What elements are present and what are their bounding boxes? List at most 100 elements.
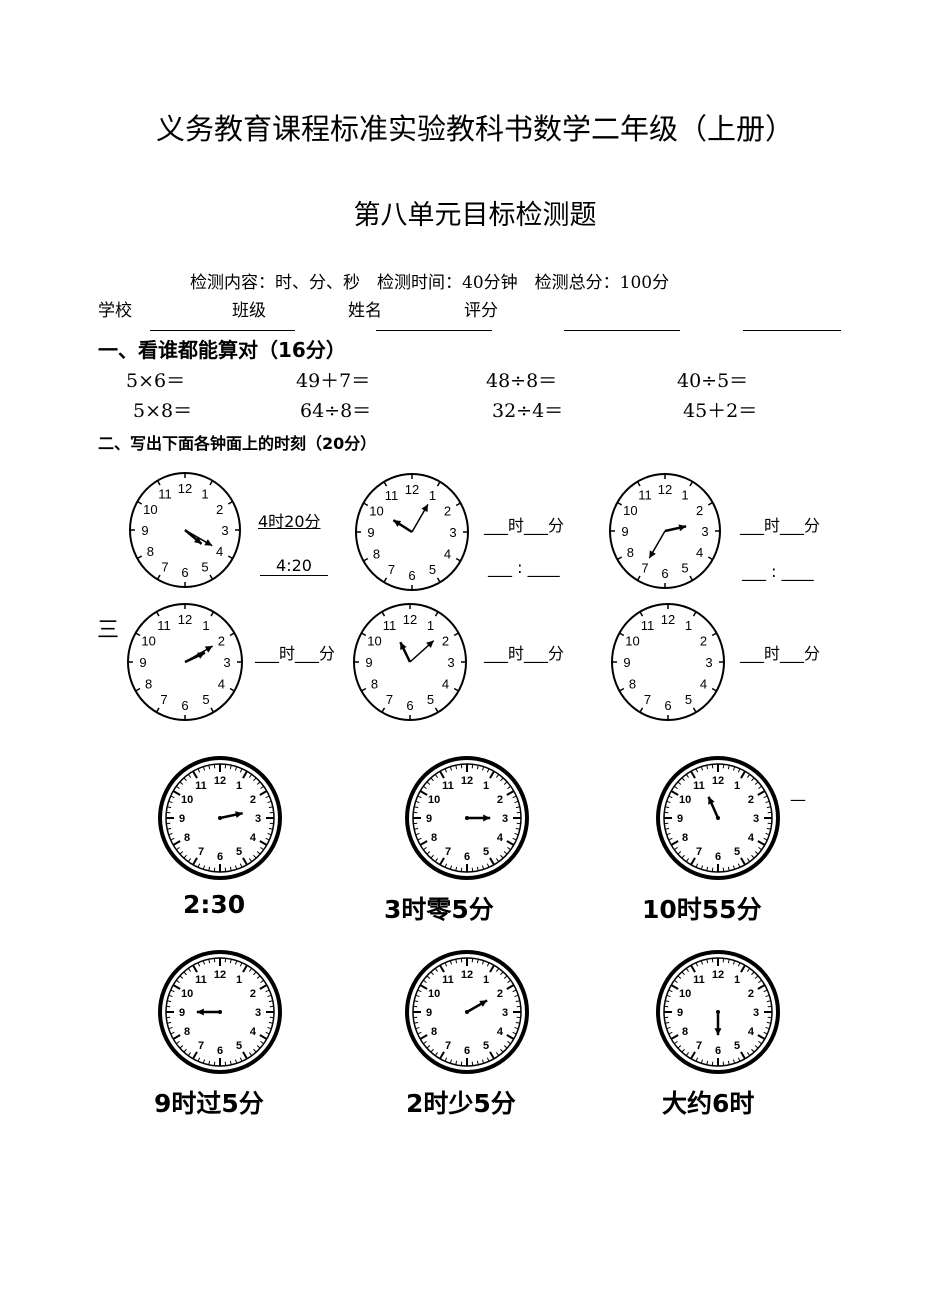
clock-numeral: 9 <box>179 813 185 825</box>
score-blank[interactable] <box>743 330 841 331</box>
equation: 5×8＝ <box>133 400 193 422</box>
clock-numeral: 12 <box>405 482 419 497</box>
clock-numeral: 7 <box>198 846 204 858</box>
digital-blank[interactable]: ___ : ____ <box>488 558 560 577</box>
minute-hand-arrow <box>204 539 213 546</box>
clock-numeral: 12 <box>712 775 724 787</box>
clock-numeral: 6 <box>661 566 668 581</box>
section2-heading: 二、写出下面各钟面上的时刻（20分） <box>98 434 377 453</box>
clock-hand-arrow <box>196 1008 204 1016</box>
answer-blank[interactable]: ___时___分 <box>740 644 821 663</box>
digital-blank[interactable]: ___ : ____ <box>742 562 814 581</box>
clock-numeral: 5 <box>202 692 209 707</box>
clock-numeral: 1 <box>734 974 740 986</box>
clock-numeral: 5 <box>685 692 692 707</box>
clock-numeral: 12 <box>712 969 724 981</box>
clock-hand-arrow <box>483 814 491 822</box>
minute-hand-arrow <box>426 640 434 648</box>
clock-caption: 10时55分 <box>642 895 762 924</box>
clock-numeral: 3 <box>223 655 230 670</box>
clock-numeral: 3 <box>221 523 228 538</box>
clock-numeral: 8 <box>373 547 380 562</box>
clock-numeral: 3 <box>701 524 708 539</box>
class-blank[interactable] <box>376 330 492 331</box>
clock-numeral: 4 <box>250 832 257 844</box>
clock-numeral: 8 <box>627 545 634 560</box>
clock-numeral: 8 <box>147 544 154 559</box>
clock-hand-arrow <box>235 811 243 819</box>
clock-numeral: 10 <box>181 988 193 1000</box>
clock-numeral: 2 <box>250 794 256 806</box>
equation: 45＋2＝ <box>683 400 758 422</box>
clock-caption: 3时零5分 <box>384 895 494 924</box>
clock-caption: 2:30 <box>183 890 246 919</box>
clock-numeral: 1 <box>483 974 489 986</box>
clock-numeral: 11 <box>442 780 454 792</box>
clock-numeral: 12 <box>658 482 672 497</box>
clock-caption: 9时过5分 <box>154 1089 264 1118</box>
clock-numeral: 9 <box>677 813 683 825</box>
clock-numeral: 1 <box>685 618 692 633</box>
answer-blank[interactable]: ___时___分 <box>484 516 565 535</box>
clock-numeral: 12 <box>178 481 192 496</box>
answer-blank[interactable]: ___时___分 <box>740 516 821 535</box>
clock-numeral: 11 <box>693 974 705 986</box>
hour-hand-arrow <box>400 642 407 651</box>
clock-numeral: 9 <box>365 655 372 670</box>
clock-numeral: 11 <box>641 618 655 633</box>
clock-numeral: 1 <box>236 974 242 986</box>
clock-numeral: 7 <box>386 692 393 707</box>
clock-numeral: 8 <box>371 677 378 692</box>
clock-numeral: 6 <box>217 851 223 863</box>
clock-numeral: 8 <box>682 832 688 844</box>
trailing-mark: — <box>790 790 806 809</box>
clock-numeral: 6 <box>406 698 413 713</box>
answer-blank[interactable]: ___时___分 <box>255 644 336 663</box>
clock-numeral: 7 <box>445 846 451 858</box>
clock-numeral: 10 <box>369 504 383 519</box>
clock-numeral: 5 <box>734 1040 740 1052</box>
clock-numeral: 4 <box>216 544 223 559</box>
clock-numeral: 1 <box>681 488 688 503</box>
clock-numeral: 9 <box>141 523 148 538</box>
clock-numeral: 11 <box>158 487 172 502</box>
clock-numeral: 2 <box>700 634 707 649</box>
clock-caption: 2时少5分 <box>406 1089 516 1118</box>
clock-numeral: 7 <box>696 846 702 858</box>
clock-numeral: 12 <box>178 612 192 627</box>
document-title: 义务教育课程标准实验教科书数学二年级（上册） <box>155 112 794 146</box>
clock-numeral: 6 <box>181 565 188 580</box>
name-blank[interactable] <box>564 330 680 331</box>
clock-numeral: 12 <box>403 612 417 627</box>
clock-hand-arrow <box>479 1000 488 1007</box>
clock-numeral: 8 <box>629 677 636 692</box>
clock-numeral: 11 <box>385 488 399 503</box>
clock-numeral: 9 <box>179 1007 185 1019</box>
test-info: 检测内容：时、分、秒 检测时间：40分钟 检测总分：100分 <box>190 273 670 293</box>
clock-numeral: 9 <box>623 655 630 670</box>
school-blank[interactable] <box>150 330 295 331</box>
clock-numeral: 1 <box>236 780 242 792</box>
clock-numeral: 6 <box>715 851 721 863</box>
clock-numeral: 3 <box>447 655 454 670</box>
equation: 5×6＝ <box>126 370 186 392</box>
clock-numeral: 5 <box>483 1040 489 1052</box>
clock-numeral: 4 <box>497 1026 504 1038</box>
answer-blank[interactable]: ___时___分 <box>484 644 565 663</box>
clock-numeral: 12 <box>214 969 226 981</box>
clock-numeral: 12 <box>214 775 226 787</box>
clock-numeral: 7 <box>696 1040 702 1052</box>
clock-numeral: 2 <box>696 503 703 518</box>
clock-numeral: 7 <box>445 1040 451 1052</box>
hour-hand-arrow <box>678 524 687 532</box>
clock-numeral: 8 <box>145 677 152 692</box>
